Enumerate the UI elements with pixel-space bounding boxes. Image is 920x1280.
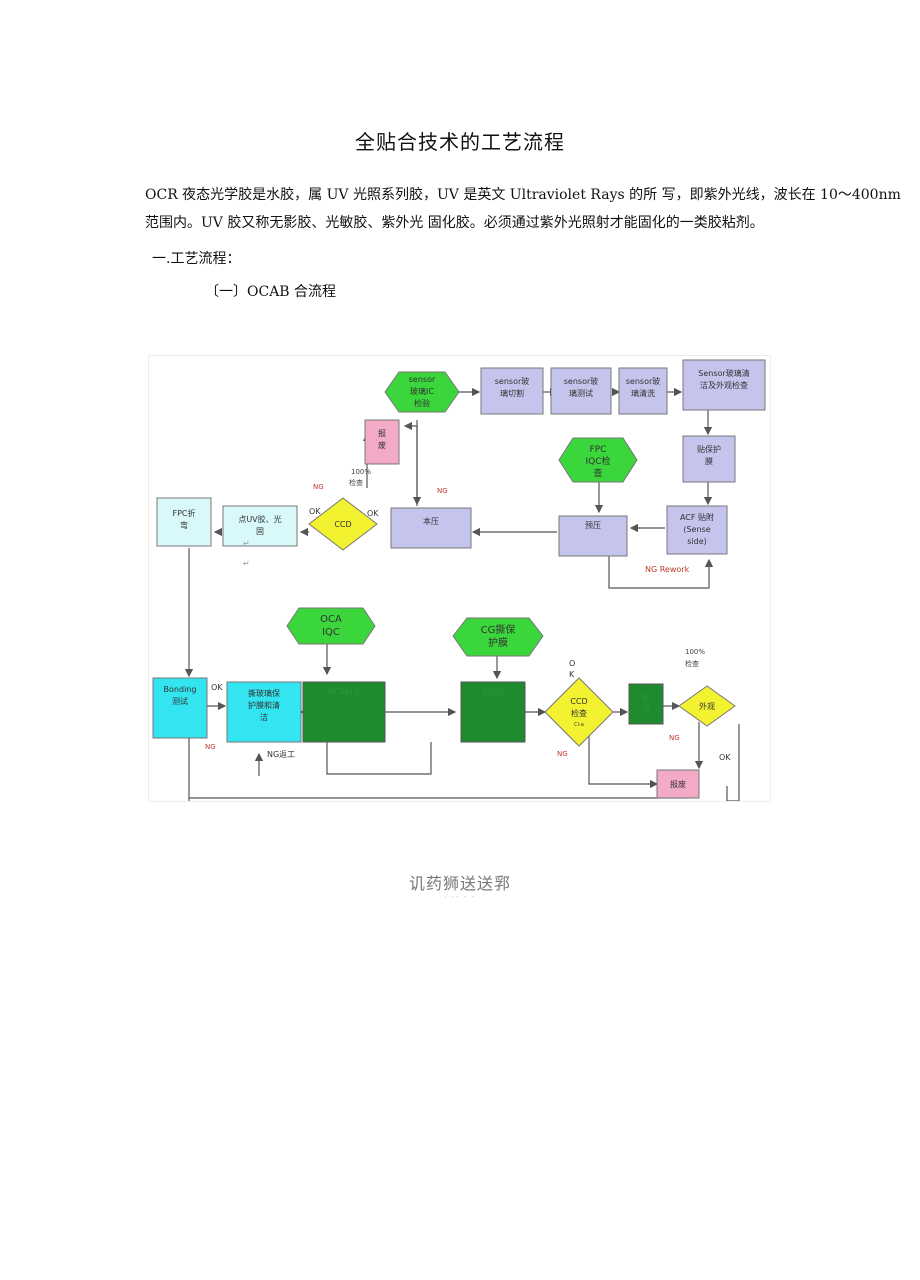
document-title: 全贴合技术的工艺流程: [355, 130, 565, 154]
tear-film-label-1: 撕玻璃保: [248, 688, 280, 698]
ccd-bottom-label-2: 检查: [571, 708, 587, 718]
sensor-test-label-1: sensor玻: [564, 376, 599, 386]
scrap-top-node: [364, 419, 400, 465]
ok-left-label: OK: [309, 507, 321, 516]
protect-film-label-2: 膜: [705, 456, 713, 466]
acf-attach-label-1: ACF 贴附: [680, 512, 714, 522]
cg-protect-label-1: CG撕保: [481, 623, 516, 636]
acf-attach-node: [666, 505, 728, 555]
scrap-top-label-2: 废: [378, 440, 386, 450]
ccd-top-label: CCD: [334, 520, 351, 529]
sensor-ic-inspect-node: [384, 371, 460, 413]
intro-paragraph: OCR 夜态光学胶是水胶，属 UV 光照系列胶，UV 是英文 Ultraviol…: [145, 187, 901, 231]
acf-attach-label-2: (Sense: [683, 525, 710, 534]
full-laminate-label: 全贴合: [481, 686, 505, 696]
ok-mid-label: OK: [367, 509, 379, 518]
fpc-iqc-label-2: IQC检: [585, 455, 610, 467]
oca-iqc-label-1: OCA: [320, 614, 342, 625]
bonding-test-label-2: 测试: [172, 696, 188, 706]
cg-protect-label-2: 护膜: [488, 636, 508, 649]
sensor-test-label-2: 璃测试: [569, 388, 593, 398]
fpc-iqc-label-3: 查: [593, 467, 602, 479]
ok-ccd-bottom-2: K: [569, 670, 575, 679]
cg-protect-node: [452, 617, 544, 657]
figure-caption-sub: · ·· · ·: [444, 894, 476, 901]
ng-top-left: NG: [313, 483, 324, 491]
ccd-bottom-decision: [544, 677, 614, 747]
ng-ccd-bottom-label: NG: [557, 750, 568, 758]
ccd-top-decision: [308, 497, 378, 551]
sensor-clean-inspect-label-2: 洁及外观检查: [700, 380, 748, 390]
ok-ccd-bottom-1: O: [569, 659, 575, 668]
tear-film-label-2: 护膜和清: [248, 700, 280, 710]
check100-top-1: 100%: [351, 468, 371, 476]
uv-dispense-node: [222, 505, 298, 547]
tear-film-node: [226, 681, 302, 743]
protect-film-label-1: 贴保护: [697, 444, 721, 454]
protect-film-node: [682, 435, 736, 483]
subsection-heading: 〔一〕OCAB 合流程: [205, 284, 337, 300]
ccd-bottom-label-3: Cl-a: [574, 722, 584, 728]
sensor-test-node: [550, 367, 612, 415]
defoam-label-2: 泡: [643, 703, 650, 712]
ng-bonding-label: NG: [205, 743, 216, 751]
bonding-test-node: [152, 677, 208, 739]
pre-press-label: 预压: [585, 520, 601, 530]
sensor-cut-node: [480, 367, 544, 415]
appearance-label: 外观: [699, 701, 715, 711]
process-flowchart: sensor 玻璃IC 检验 sensor玻 璃切割 sensor玻 璃测试 s…: [148, 355, 771, 802]
section-heading: 一.工艺流程：: [152, 251, 241, 267]
ng-rework-label: NG Rework: [645, 565, 690, 574]
acf-attach-label-3: side): [687, 537, 707, 546]
scrap-bottom-label: 报废: [670, 779, 686, 789]
bonding-test-label-1: Bonding: [164, 685, 197, 694]
sensor-clean-node: [618, 367, 668, 415]
ng-appearance-label: NG: [669, 734, 680, 742]
fpc-iqc-node: [558, 437, 638, 483]
oca-iqc-label-2: IQC: [322, 627, 340, 638]
pre-press-node: [558, 515, 628, 557]
tear-film-label-3: 洁: [260, 712, 268, 722]
uv-dispense-label-1: 点UV胶、光: [238, 514, 281, 524]
uv-dispense-label-2: 固: [256, 527, 264, 536]
sensor-ic-label-3: 检验: [414, 398, 430, 408]
sensor-clean-label-2: 璃清洗: [631, 388, 655, 398]
fpc-bend-label-2: 弯: [180, 520, 188, 530]
return-marker-2: ↵: [243, 559, 250, 568]
oca-attach-label: OCA贴合: [327, 686, 360, 696]
check100-top-2: 检查: [349, 478, 363, 487]
sensor-clean-label-1: sensor玻: [626, 376, 661, 386]
sensor-clean-inspect-node: [682, 359, 766, 411]
oca-attach-node: [302, 681, 386, 743]
oca-iqc-node: [286, 607, 376, 645]
ng-rework-bottom-label: NG返工: [267, 750, 295, 759]
fpc-bend-node: [156, 497, 212, 547]
fpc-bend-label-1: FPC折: [172, 508, 195, 518]
appearance-decision: [678, 685, 736, 727]
defoam-node: [628, 683, 664, 725]
main-press-node: [390, 507, 472, 549]
ok-bonding-label: OK: [211, 683, 223, 692]
return-marker-1: ↵: [243, 539, 250, 548]
fpc-iqc-label-1: FPC: [590, 445, 607, 455]
ok-appearance-label: OK: [719, 753, 731, 762]
sensor-clean-inspect-label-1: Sensor玻璃清: [698, 368, 749, 378]
check100-bottom-1: 100%: [685, 648, 705, 656]
figure-caption: 讥药狮送送郛: [408, 874, 511, 893]
sensor-cut-label-2: 璃切割: [500, 388, 524, 398]
main-press-label: 本压: [423, 516, 439, 526]
defoam-label-1: 脱: [643, 693, 650, 702]
sensor-ic-label-2: 玻璃IC: [410, 386, 434, 396]
full-laminate-node: [460, 681, 526, 743]
check100-bottom-2: 检查: [685, 659, 699, 668]
scrap-bottom-node: [656, 769, 700, 799]
sensor-ic-label-1: sensor: [409, 375, 436, 384]
scrap-top-label-1: 报: [378, 428, 386, 438]
ccd-bottom-label-1: CCD: [570, 697, 587, 706]
sensor-cut-label-1: sensor玻: [495, 376, 530, 386]
ng-top-mid: NG: [437, 487, 448, 495]
